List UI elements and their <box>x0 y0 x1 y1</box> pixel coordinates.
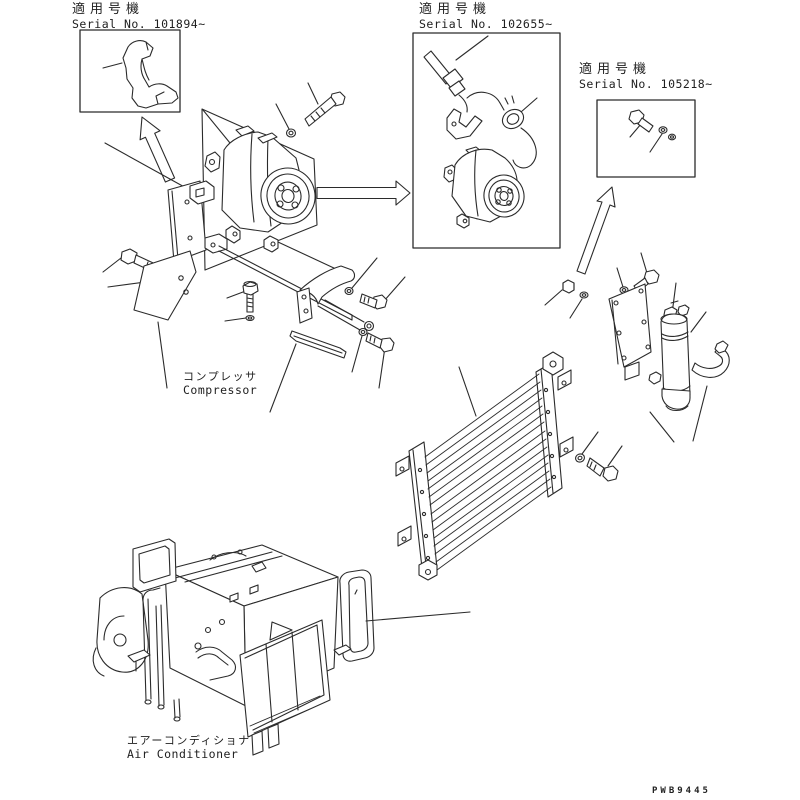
support-bracket <box>269 241 375 413</box>
compressor-label-en: Compressor <box>183 382 258 397</box>
receiver-mounting-plate <box>544 252 660 381</box>
washer-and-bolt-lower-right <box>351 327 395 389</box>
callout-105218-label-en: Serial No. 105218~ <box>579 76 713 91</box>
bolt-and-washer-center <box>224 280 259 322</box>
side-plate <box>133 250 197 389</box>
evaporator-louver-panel <box>239 619 331 738</box>
washer-and-bolt-upper-right <box>344 257 406 310</box>
callout-105218-label-jp: 適用号機 <box>579 62 652 77</box>
air-conditioner-label-jp: エアーコンディショナ <box>127 734 251 747</box>
washer-and-bolt-condenser <box>575 431 623 482</box>
callout-102655-label-en: Serial No. 102655~ <box>419 16 553 31</box>
compressor-label: コンプレッサ Compressor <box>183 370 258 397</box>
compressor-assembly <box>202 109 316 253</box>
air-conditioner-label-en: Air Conditioner <box>127 746 239 761</box>
air-conditioner-assembly <box>92 538 352 756</box>
bolt-washers-art <box>628 109 677 153</box>
expansion-valve <box>194 642 237 681</box>
callout-102655-label: 適用号機 Serial No. 102655~ <box>419 2 553 31</box>
callout-101894-label: 適用号機 Serial No. 101894~ <box>72 2 206 31</box>
compressor-detail-art <box>443 146 525 229</box>
callout-101894-label-en: Serial No. 101894~ <box>72 16 206 31</box>
reference-arrow-right <box>316 180 411 206</box>
leader-line <box>102 62 123 69</box>
reference-arrow-up-right <box>576 186 616 275</box>
callout-box-101894 <box>79 29 181 113</box>
hose-assembly-art <box>423 35 489 140</box>
pressure-switch-art <box>466 91 538 169</box>
duct-seal <box>339 569 471 662</box>
callout-box-102655 <box>412 32 561 249</box>
bolt-and-washer-top <box>275 82 346 138</box>
bracket-part-art <box>122 40 179 109</box>
air-conditioner-label: エアーコンディショナ Air Conditioner <box>127 734 251 761</box>
condenser <box>395 351 574 581</box>
callout-105218-label: 適用号機 Serial No. 105218~ <box>579 62 713 91</box>
callout-101894-label-jp: 適用号機 <box>72 2 145 17</box>
compressor-mounting-plate <box>104 142 353 321</box>
callout-102655-label-jp: 適用号機 <box>419 2 492 17</box>
callout-box-105218 <box>596 99 696 178</box>
drawing-number: PWB9445 <box>652 786 711 796</box>
condenser-fins <box>424 373 552 571</box>
compressor-label-jp: コンプレッサ <box>183 370 258 383</box>
receiver-dryer <box>648 282 730 443</box>
